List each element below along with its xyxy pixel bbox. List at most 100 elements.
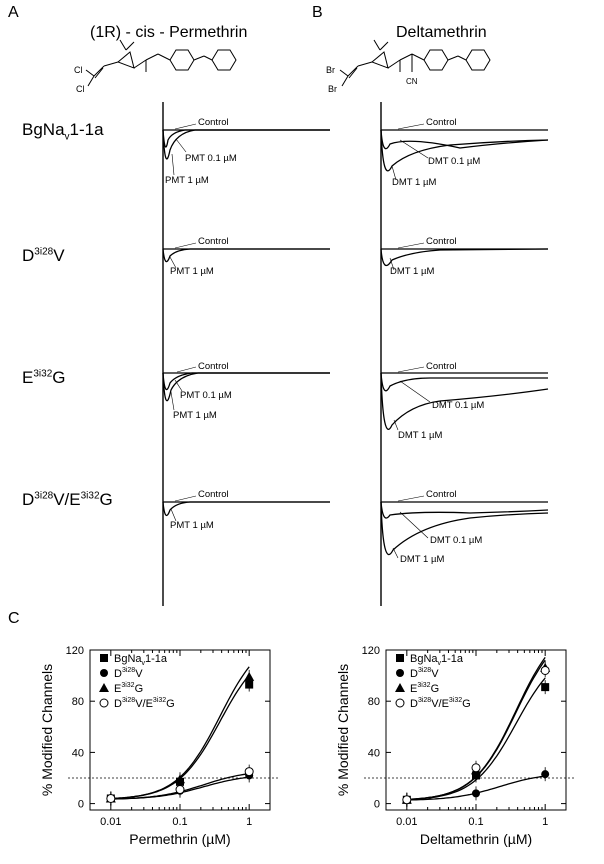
legend-text: G — [462, 698, 471, 710]
label-sup: 3i32 — [33, 368, 53, 380]
legend-marker-circle — [100, 669, 108, 677]
legend-sup: 3i32 — [449, 697, 462, 704]
label-tail: 1-1a — [69, 120, 104, 139]
dmt-e3i32g-control-label: Control — [426, 361, 457, 372]
x-tick-label: 0.01 — [396, 816, 417, 828]
panel-label-c: C — [8, 610, 20, 627]
legend-label-2: E3i32G — [410, 682, 439, 695]
pmt-e3i32g-control-label: Control — [198, 361, 229, 372]
pmt-double-control-label: Control — [198, 489, 229, 500]
dmt-double-01-label: DMT 0.1 µM — [430, 535, 483, 546]
pmt-double-1-trace — [162, 501, 330, 517]
legend-label-1: D3i28V — [114, 667, 143, 680]
x-tick-label: 1 — [542, 816, 548, 828]
atom-cl-1: Cl — [74, 65, 83, 75]
legend-label-1: D3i28V — [410, 667, 439, 680]
deltamethrin-title: Deltamethrin — [396, 24, 487, 41]
pmt-d3i28v-control-label: Control — [198, 236, 229, 247]
legend-text: D — [410, 698, 418, 710]
pmt-wt-1-label: PMT 1 µM — [165, 175, 209, 186]
legend-label-0: BgNav1-1a — [114, 653, 168, 667]
x-tick-label: 0.01 — [100, 816, 121, 828]
legend-text: BgNa — [410, 653, 438, 665]
legend-sup: 3i28 — [122, 697, 135, 704]
pmt-e3i32g-01-label: PMT 0.1 µM — [180, 390, 232, 401]
legend-marker-circle — [396, 669, 404, 677]
dmt-e3i32g-1-trace — [380, 372, 549, 430]
data-point-circle — [541, 770, 550, 779]
label-pre: D — [22, 246, 35, 265]
atom-cl-2: Cl — [76, 84, 85, 94]
dmt-double-01-trace — [380, 501, 549, 519]
pmt-double-1-label: PMT 1 µM — [170, 520, 214, 531]
legend-sub: v — [142, 660, 146, 667]
dmt-d3i28v-control-label: Control — [426, 236, 457, 247]
legend-sup: 3i32 — [121, 682, 134, 689]
label-sup: 3i28 — [34, 490, 54, 502]
data-point-triangle — [244, 671, 255, 681]
data-point-open-circle — [540, 665, 550, 675]
dmt-e3i32g-01-trace — [380, 372, 548, 392]
atom-br-2: Br — [328, 84, 337, 94]
data-point-circle — [472, 789, 480, 798]
row-label-d3i28v: D3i28V — [22, 246, 65, 266]
row-label-e3i32g: E3i32G — [22, 368, 65, 388]
dmt-double-control-label: Control — [426, 489, 457, 500]
deltamethrin-structure — [339, 39, 491, 87]
legend-sup: 3i32 — [417, 682, 430, 689]
y-tick-label: 120 — [66, 645, 84, 657]
current-traces — [162, 102, 549, 606]
pmt-wt-01-label: PMT 0.1 µM — [185, 153, 237, 164]
dmt-d3i28v-1-label: DMT 1 µM — [390, 266, 435, 277]
y-tick-label: 40 — [368, 747, 380, 759]
label-post: G — [52, 368, 66, 387]
y-tick-label: 120 — [362, 645, 380, 657]
legend-text: E — [114, 683, 121, 695]
data-point-open-circle — [402, 795, 412, 805]
legend-label-0: BgNav1-1a — [410, 653, 464, 667]
fit-curve-3 — [406, 659, 546, 801]
dmt-wt-1-trace — [380, 129, 549, 172]
legend-text: D — [410, 668, 418, 680]
legend-sup: 3i28 — [418, 667, 431, 674]
y-tick-label: 80 — [368, 696, 380, 708]
data-point-open-circle — [244, 767, 254, 777]
x-tick-label: 1 — [246, 816, 252, 828]
row-label-wildtype: BgNav1-1a — [22, 120, 104, 142]
dmt-double-1-trace — [380, 501, 549, 556]
data-point-open-circle — [106, 793, 116, 803]
row-label-double-mutant: D3i28V/E3i32G — [22, 490, 113, 510]
legend-marker-triangle — [99, 683, 109, 692]
dmt-wt-control-label: Control — [426, 117, 457, 128]
permethrin-structure — [85, 39, 237, 87]
y-tick-label: 40 — [72, 747, 84, 759]
legend-text: E — [410, 683, 417, 695]
data-point-square — [245, 680, 254, 689]
panel-label-b: B — [312, 4, 323, 21]
pmt-wt-1-trace — [162, 129, 330, 160]
atom-cn: CN — [406, 77, 418, 86]
label-mid: V/E — [53, 490, 81, 509]
legend-text: V/E — [135, 698, 153, 710]
legend-sup: 3i32 — [153, 697, 166, 704]
y-tick-label: 80 — [72, 696, 84, 708]
pmt-d3i28v-1-trace — [162, 248, 330, 263]
pmt-d3i28v-1-label: PMT 1 µM — [170, 266, 214, 277]
dmt-wt-01-trace — [380, 129, 549, 150]
legend-text: D — [114, 698, 122, 710]
atom-br-1: Br — [326, 65, 335, 75]
legend-text: V — [135, 668, 143, 680]
dmt-double-1-label: DMT 1 µM — [400, 554, 445, 565]
dmt-d3i28v-1-trace — [380, 248, 549, 267]
label-post: G — [99, 490, 113, 509]
x-tick-label: 0.1 — [172, 816, 187, 828]
legend-sub: v — [438, 660, 442, 667]
label-pre: E — [22, 368, 34, 387]
legend-text: 1-1a — [145, 653, 168, 665]
data-point-open-circle — [471, 763, 481, 773]
permethrin-title: (1R) - cis - Permethrin — [90, 24, 248, 41]
chemical-structures: Cl Cl Br Br CN — [74, 39, 491, 94]
y-axis-label: % Modified Channels — [39, 664, 55, 796]
legend-text: G — [135, 683, 144, 695]
